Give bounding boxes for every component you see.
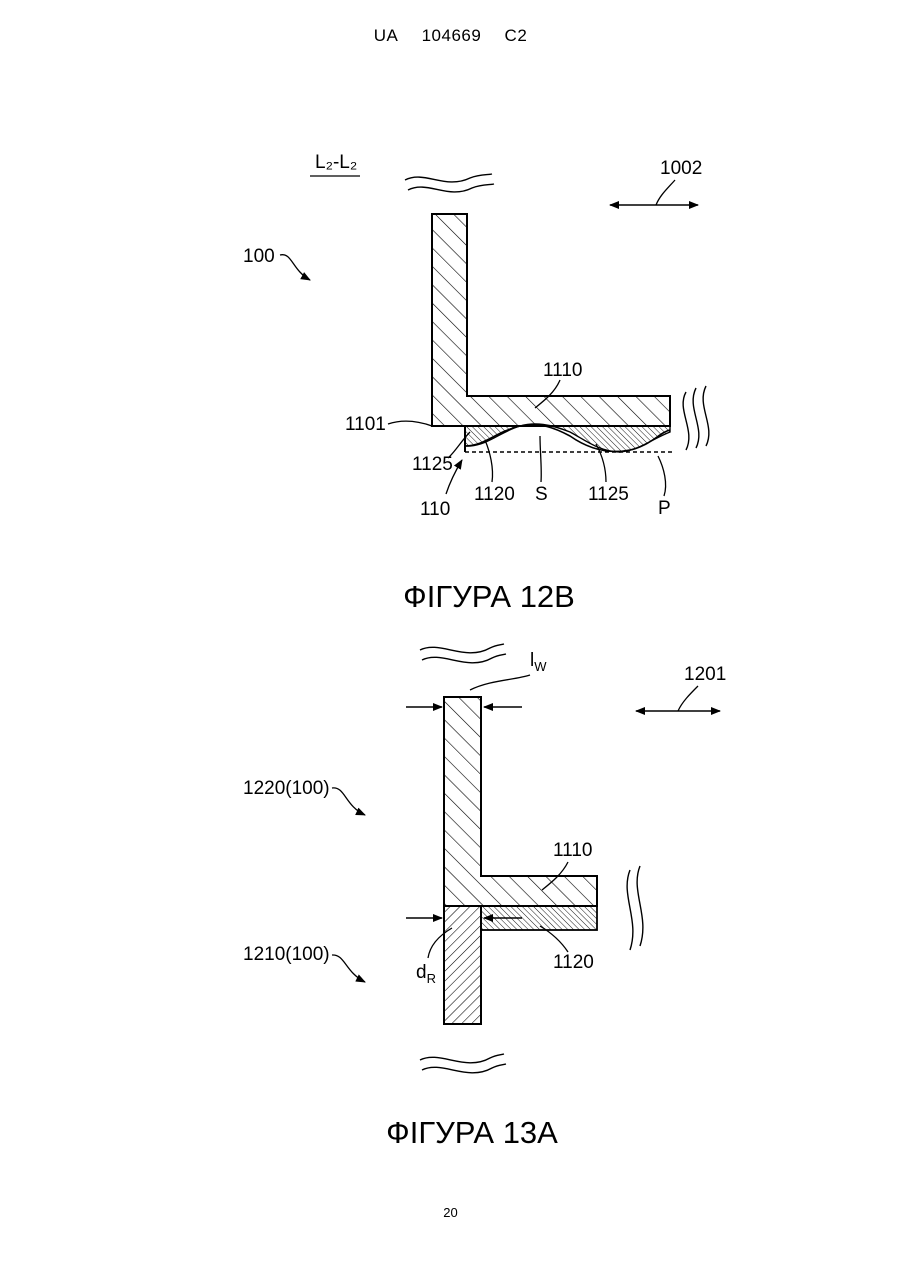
label-1210: 1210(100) xyxy=(243,944,330,965)
break-mark-right-3 xyxy=(703,386,709,446)
label-1110-13a: 1110 xyxy=(553,840,592,861)
section-label: L₂-L₂ xyxy=(315,152,357,173)
break-mark-13a-top-1 xyxy=(420,644,504,653)
label-1002: 1002 xyxy=(660,158,702,179)
break-mark-top-2 xyxy=(408,184,494,192)
lower-wall xyxy=(444,906,481,1024)
label-1120: 1120 xyxy=(474,484,515,505)
label-1101: 1101 xyxy=(345,414,386,435)
label-p: P xyxy=(658,498,671,519)
label-1125-right: 1125 xyxy=(588,484,629,505)
break-mark-13a-right-1 xyxy=(627,870,633,950)
leader-100 xyxy=(280,255,310,280)
break-mark-right-2 xyxy=(693,388,699,448)
break-mark-13a-right-2 xyxy=(637,866,643,946)
leader-p xyxy=(658,456,666,496)
upper-l-wall xyxy=(444,697,597,906)
break-mark-13a-top-2 xyxy=(422,654,506,663)
label-1110: 1110 xyxy=(543,360,582,381)
leader-1220 xyxy=(332,788,365,815)
figure-12b: L₂-L₂ 1002 100 1110 1101 1125 xyxy=(243,152,709,614)
leader-lw xyxy=(470,675,530,690)
label-lw: lW xyxy=(530,650,547,674)
figure-13a-caption: ФІГУРА 13A xyxy=(386,1115,558,1150)
figure-13a: lW 1201 1220(100) 1110 dR 1210(100) 1120… xyxy=(243,644,726,1150)
label-100: 100 xyxy=(243,246,275,267)
break-mark-top xyxy=(405,174,492,182)
break-mark-13a-bottom-1 xyxy=(420,1054,504,1063)
label-1201: 1201 xyxy=(684,664,726,685)
label-1125-left: 1125 xyxy=(412,454,453,475)
leader-1201 xyxy=(678,686,698,711)
leader-1101 xyxy=(388,421,432,426)
page-number: 20 xyxy=(0,1205,901,1220)
label-1220: 1220(100) xyxy=(243,778,330,799)
break-mark-13a-bottom-2 xyxy=(422,1064,506,1073)
leader-1210 xyxy=(332,955,365,982)
label-s: S xyxy=(535,484,548,505)
leader-s xyxy=(540,436,541,482)
figure-12b-caption: ФІГУРА 12B xyxy=(403,579,575,614)
break-mark-right-1 xyxy=(683,392,689,450)
label-110: 110 xyxy=(420,499,450,520)
leader-1120 xyxy=(485,440,493,482)
leader-1002 xyxy=(656,180,675,205)
label-1120-13a: 1120 xyxy=(553,952,594,973)
label-dr: dR xyxy=(416,962,436,986)
